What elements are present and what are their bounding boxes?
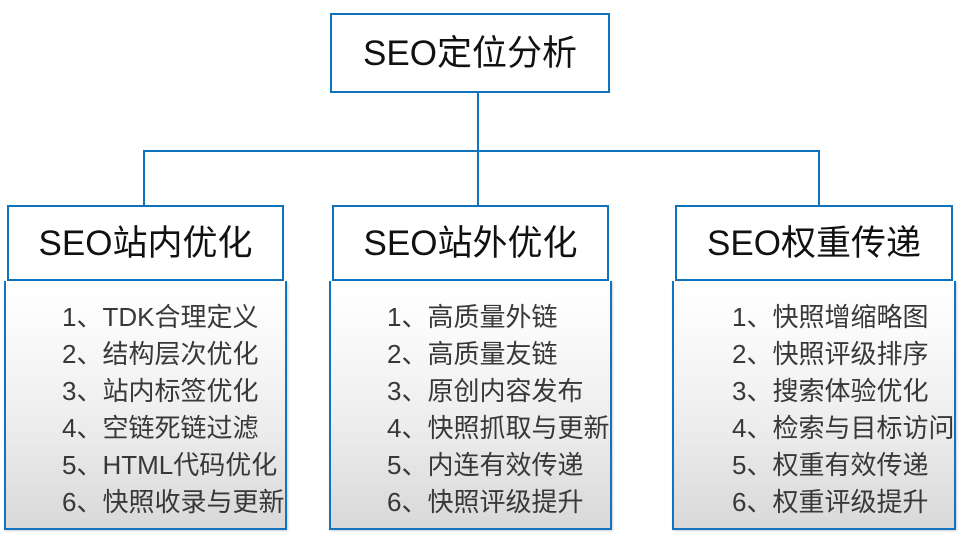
list-item: 6、权重评级提升 [732, 487, 929, 517]
connector-drop-branch-3 [818, 150, 820, 206]
list-item: 1、高质量外链 [387, 302, 558, 332]
branch-header-2[interactable]: SEO站外优化 [332, 205, 609, 281]
list-item: 2、高质量友链 [387, 339, 558, 369]
branch-header-3-label: SEO权重传递 [707, 223, 921, 263]
connector-drop-branch-1 [143, 150, 145, 206]
branch-header-2-label: SEO站外优化 [363, 223, 578, 263]
connector-root-stem [477, 93, 479, 152]
list-item: 4、空链死链过滤 [62, 413, 259, 443]
list-item: 3、原创内容发布 [387, 376, 584, 406]
connector-horizontal-bus [143, 150, 820, 152]
list-item: 6、快照评级提升 [387, 487, 584, 517]
list-item: 1、TDK合理定义 [62, 302, 259, 332]
branch-column-1: SEO站内优化 1、TDK合理定义 2、结构层次优化 3、站内标签优化 4、空链… [4, 205, 287, 530]
list-item: 4、快照抓取与更新 [387, 413, 610, 443]
branch-header-1-label: SEO站内优化 [38, 223, 253, 263]
list-item: 6、快照收录与更新 [62, 487, 285, 517]
list-item: 3、站内标签优化 [62, 376, 259, 406]
branch-column-2: SEO站外优化 1、高质量外链 2、高质量友链 3、原创内容发布 4、快照抓取与… [329, 205, 612, 530]
list-item: 5、内连有效传递 [387, 450, 584, 480]
list-item: 4、检索与目标访问 [732, 413, 955, 443]
branch-body-3: 1、快照增缩略图 2、快照评级排序 3、搜索体验优化 4、检索与目标访问 5、权… [672, 281, 956, 530]
list-item: 2、结构层次优化 [62, 339, 259, 369]
branch-list-2: 1、高质量外链 2、高质量友链 3、原创内容发布 4、快照抓取与更新 5、内连有… [331, 299, 610, 521]
branch-body-2: 1、高质量外链 2、高质量友链 3、原创内容发布 4、快照抓取与更新 5、内连有… [329, 281, 612, 530]
branch-list-1: 1、TDK合理定义 2、结构层次优化 3、站内标签优化 4、空链死链过滤 5、H… [6, 299, 285, 521]
list-item: 5、HTML代码优化 [62, 450, 278, 480]
branch-header-1[interactable]: SEO站内优化 [7, 205, 284, 281]
branch-list-3: 1、快照增缩略图 2、快照评级排序 3、搜索体验优化 4、检索与目标访问 5、权… [674, 299, 954, 521]
root-node[interactable]: SEO定位分析 [330, 13, 610, 93]
branch-body-1: 1、TDK合理定义 2、结构层次优化 3、站内标签优化 4、空链死链过滤 5、H… [4, 281, 287, 530]
root-node-label: SEO定位分析 [363, 33, 577, 73]
branch-header-3[interactable]: SEO权重传递 [675, 205, 953, 281]
list-item: 1、快照增缩略图 [732, 302, 929, 332]
branch-column-3: SEO权重传递 1、快照增缩略图 2、快照评级排序 3、搜索体验优化 4、检索与… [672, 205, 956, 530]
list-item: 5、权重有效传递 [732, 450, 929, 480]
list-item: 2、快照评级排序 [732, 339, 929, 369]
connector-drop-branch-2 [477, 150, 479, 206]
list-item: 3、搜索体验优化 [732, 376, 929, 406]
